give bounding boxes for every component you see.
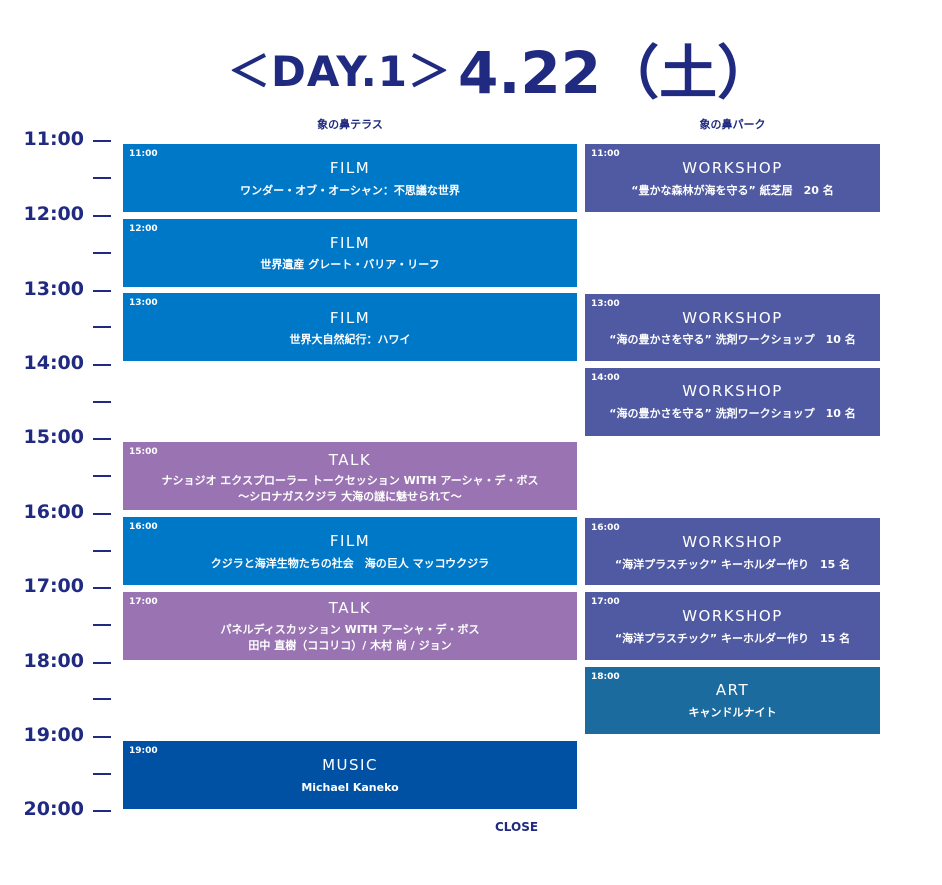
event-start-time: 16:00 xyxy=(129,522,158,532)
event-category: FILM xyxy=(329,234,371,252)
event-art-1[interactable]: 18:00 ART キャンドルナイト xyxy=(585,667,880,734)
close-label: CLOSE xyxy=(495,820,539,834)
hour-tick xyxy=(93,736,111,738)
hour-tick xyxy=(93,438,111,440)
half-tick xyxy=(93,773,111,775)
event-category: TALK xyxy=(328,451,372,469)
half-tick xyxy=(93,550,111,552)
event-start-time: 12:00 xyxy=(129,224,158,234)
hour-tick xyxy=(93,364,111,366)
event-title: 世界大自然紀行：ハワイ xyxy=(289,333,411,346)
event-film-1[interactable]: 11:00 FILM ワンダー・オブ・オーシャン：不思議な世界 xyxy=(123,144,577,212)
event-title: ワンダー・オブ・オーシャン：不思議な世界 xyxy=(240,184,460,197)
event-film-3[interactable]: 13:00 FILM 世界大自然紀行：ハワイ xyxy=(123,293,577,361)
event-music-1[interactable]: 19:00 MUSIC Michael Kaneko xyxy=(123,741,577,809)
event-category: WORKSHOP xyxy=(682,382,783,400)
event-title: 世界遺産 グレート・バリア・リーフ xyxy=(260,258,440,271)
event-category: ART xyxy=(715,681,750,699)
time-label: 20:00 xyxy=(23,798,84,820)
event-start-time: 15:00 xyxy=(129,447,158,457)
event-start-time: 17:00 xyxy=(591,597,620,607)
time-label: 11:00 xyxy=(23,128,84,150)
half-tick xyxy=(93,698,111,700)
event-start-time: 11:00 xyxy=(129,149,158,159)
half-tick xyxy=(93,475,111,477)
half-tick xyxy=(93,326,111,328)
hour-tick xyxy=(93,290,111,292)
event-start-time: 13:00 xyxy=(591,299,620,309)
half-tick xyxy=(93,624,111,626)
event-title: “豊かな森林が海を守る” 紙芝居 20 名 xyxy=(631,184,834,197)
event-start-time: 18:00 xyxy=(591,672,620,682)
event-start-time: 17:00 xyxy=(129,597,158,607)
time-label: 17:00 xyxy=(23,575,84,597)
event-category: TALK xyxy=(328,599,372,617)
event-workshop-3[interactable]: 14:00 WORKSHOP “海の豊かさを守る” 洗剤ワークショップ 10 名 xyxy=(585,368,880,436)
hour-tick xyxy=(93,587,111,589)
event-category: MUSIC xyxy=(322,756,378,774)
event-title: “海の豊かさを守る” 洗剤ワークショップ 10 名 xyxy=(609,407,856,420)
event-start-time: 19:00 xyxy=(129,746,158,756)
event-film-2[interactable]: 12:00 FILM 世界遺産 グレート・バリア・リーフ xyxy=(123,219,577,287)
event-start-time: 13:00 xyxy=(129,298,158,308)
hour-tick xyxy=(93,513,111,515)
hour-tick xyxy=(93,215,111,217)
event-subtitle: ～シロナガスクジラ 大海の謎に魅せられて～ xyxy=(238,490,462,503)
column-header-terrace: 象の鼻テラス xyxy=(317,118,383,131)
event-start-time: 16:00 xyxy=(591,523,620,533)
event-title: クジラと海洋生物たちの社会 海の巨人 マッコウクジラ xyxy=(210,557,490,570)
half-tick xyxy=(93,252,111,254)
event-category: FILM xyxy=(329,159,371,177)
time-label: 12:00 xyxy=(23,203,84,225)
hour-tick xyxy=(93,662,111,664)
time-label: 19:00 xyxy=(23,724,84,746)
event-subtitle: 田中 直樹（ココリコ）/ 木村 尚 / ジョン xyxy=(248,639,452,652)
date-title: 4.22（土） xyxy=(458,39,776,107)
event-title: “海洋プラスチック” キーホルダー作り 15 名 xyxy=(614,558,851,571)
event-title: “海の豊かさを守る” 洗剤ワークショップ 10 名 xyxy=(609,333,856,346)
event-category: FILM xyxy=(329,532,371,550)
event-film-4[interactable]: 16:00 FILM クジラと海洋生物たちの社会 海の巨人 マッコウクジラ xyxy=(123,517,577,585)
time-label: 14:00 xyxy=(23,352,84,374)
event-talk-2[interactable]: 17:00 TALK パネルディスカッション WITH アーシャ・デ・ボス 田中… xyxy=(123,592,577,660)
event-workshop-2[interactable]: 13:00 WORKSHOP “海の豊かさを守る” 洗剤ワークショップ 10 名 xyxy=(585,294,880,361)
day-title: ＜DAY.1＞ xyxy=(228,47,451,96)
hour-tick xyxy=(93,810,111,812)
event-workshop-5[interactable]: 17:00 WORKSHOP “海洋プラスチック” キーホルダー作り 15 名 xyxy=(585,592,880,660)
event-workshop-4[interactable]: 16:00 WORKSHOP “海洋プラスチック” キーホルダー作り 15 名 xyxy=(585,518,880,585)
half-tick xyxy=(93,177,111,179)
event-category: WORKSHOP xyxy=(682,309,783,327)
event-title: キャンドルナイト xyxy=(688,706,777,719)
half-tick xyxy=(93,401,111,403)
event-title: Michael Kaneko xyxy=(301,781,399,794)
event-category: WORKSHOP xyxy=(682,607,783,625)
time-label: 18:00 xyxy=(23,650,84,672)
event-talk-1[interactable]: 15:00 TALK ナショジオ エクスプローラー トークセッション WITH … xyxy=(123,442,577,510)
time-label: 16:00 xyxy=(23,501,84,523)
time-label: 13:00 xyxy=(23,278,84,300)
event-category: WORKSHOP xyxy=(682,533,783,551)
event-start-time: 14:00 xyxy=(591,373,620,383)
column-header-park: 象の鼻パーク xyxy=(699,118,766,131)
event-category: FILM xyxy=(329,309,371,327)
event-title: ナショジオ エクスプローラー トークセッション WITH アーシャ・デ・ボス xyxy=(161,474,539,487)
event-workshop-1[interactable]: 11:00 WORKSHOP “豊かな森林が海を守る” 紙芝居 20 名 xyxy=(585,144,880,212)
time-label: 15:00 xyxy=(23,426,84,448)
hour-tick xyxy=(93,140,111,142)
event-title: パネルディスカッション WITH アーシャ・デ・ボス xyxy=(220,623,480,636)
event-start-time: 11:00 xyxy=(591,149,620,159)
event-category: WORKSHOP xyxy=(682,159,783,177)
event-title: “海洋プラスチック” キーホルダー作り 15 名 xyxy=(614,632,851,645)
